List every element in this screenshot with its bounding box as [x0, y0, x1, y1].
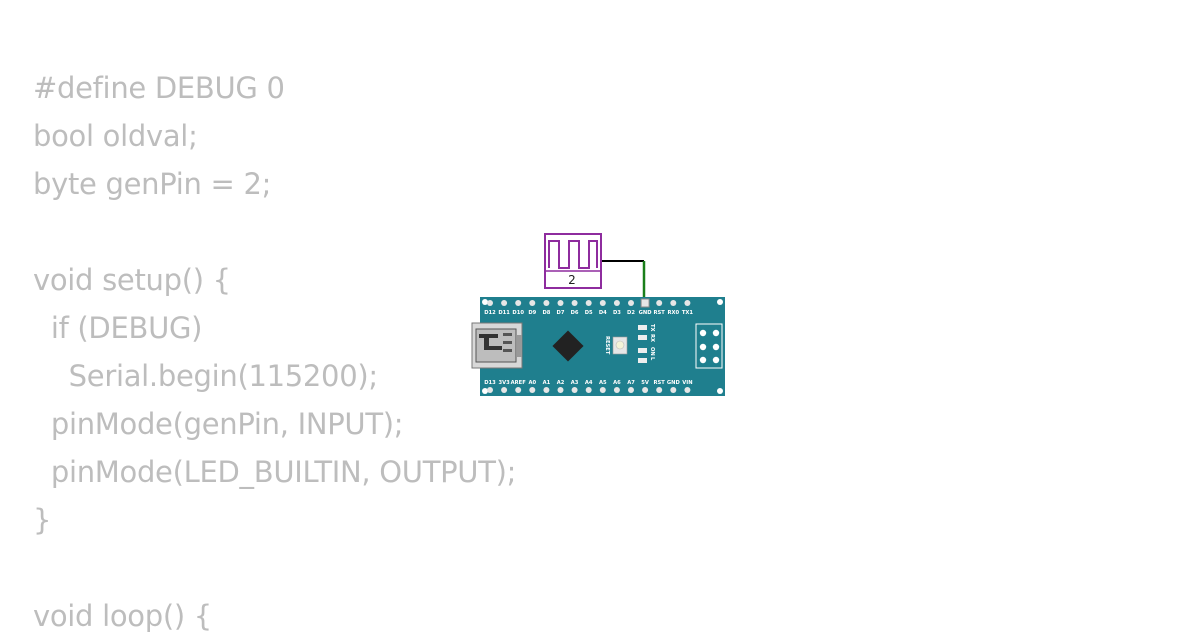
pin-hole-tx1[interactable]: [684, 300, 691, 306]
pin-label-tx1: TX1: [682, 310, 694, 316]
pin-hole-vin[interactable]: [684, 387, 691, 393]
pin-hole-d10[interactable]: [515, 300, 522, 306]
pin-label-5v: 5V: [641, 380, 649, 386]
pin-hole-rx0[interactable]: [670, 300, 677, 306]
pin-label-aref: AREF: [511, 380, 527, 386]
pin-hole-d4[interactable]: [599, 300, 606, 306]
code-line: if (DEBUG): [33, 311, 203, 345]
code-line: void setup() {: [33, 263, 231, 297]
code-line: #define DEBUG 0: [33, 71, 285, 105]
pin-hole-aref[interactable]: [515, 387, 522, 393]
pin-label-d3: D3: [613, 310, 621, 316]
code-line: Serial.begin(115200);: [33, 359, 378, 393]
pin-hole-rst[interactable]: [656, 300, 663, 306]
pin-label-d4: D4: [599, 310, 607, 316]
pin-label-3v3: 3V3: [498, 380, 510, 386]
generator-label: 2: [568, 273, 576, 287]
square-wave-icon: [548, 240, 598, 269]
pin-hole-a6[interactable]: [613, 387, 620, 393]
code-editor: #define DEBUG 0 bool oldval; byte genPin =…: [33, 64, 516, 640]
pin-hole-3v3[interactable]: [501, 387, 508, 393]
pin-hole-d12[interactable]: [487, 300, 493, 306]
pin-hole-d8[interactable]: [543, 300, 550, 306]
pin-hole-5v[interactable]: [642, 387, 649, 393]
pin-hole-d11[interactable]: [501, 300, 508, 306]
led-label-rx: RX: [649, 334, 655, 342]
microcontroller-chip: [552, 330, 584, 362]
reset-label: RESET: [604, 336, 610, 355]
pin-label-a3: A3: [571, 380, 579, 386]
pin-label-d9: D9: [528, 310, 536, 316]
pin-label-d11: D11: [498, 310, 510, 316]
circuit-diagram: 2 RESET TX RX ONL: [471, 233, 725, 396]
pin-hole-gnd[interactable]: [670, 387, 677, 393]
code-line: pinMode(LED_BUILTIN, OUTPUT);: [33, 455, 517, 489]
pin-label-rst: RST: [654, 310, 666, 316]
pin-hole-rst[interactable]: [656, 387, 663, 393]
pin-hole-d13[interactable]: [487, 387, 493, 393]
pin-hole-gnd[interactable]: [640, 298, 650, 308]
icsp-header: [695, 323, 723, 369]
code-line: bool oldval;: [33, 119, 198, 153]
code-line: void loop() {: [33, 599, 212, 633]
pin-hole-d3[interactable]: [613, 300, 620, 306]
pin-hole-d7[interactable]: [557, 300, 564, 306]
code-line: [33, 544, 516, 592]
pin-label-d10: D10: [512, 310, 524, 316]
led-label-l: L: [649, 357, 655, 361]
code-line: byte genPin = 2;: [33, 167, 272, 201]
led-label-tx: TX: [649, 324, 655, 332]
pin-label-gnd: GND: [667, 380, 681, 386]
code-line: pinMode(genPin, INPUT);: [33, 407, 404, 441]
pin-label-d6: D6: [571, 310, 579, 316]
pin-hole-d5[interactable]: [585, 300, 592, 306]
pin-label-rx0: RX0: [667, 310, 679, 316]
pin-hole-a2[interactable]: [557, 387, 564, 393]
pin-label-a2: A2: [557, 380, 565, 386]
pin-label-a0: A0: [528, 380, 536, 386]
pin-label-d2: D2: [627, 310, 635, 316]
pin-label-rst: RST: [654, 380, 666, 386]
pin-hole-d9[interactable]: [529, 300, 536, 306]
pin-label-d8: D8: [542, 310, 550, 316]
code-line: [33, 208, 516, 256]
pin-hole-a3[interactable]: [571, 387, 578, 393]
pin-label-a5: A5: [599, 380, 607, 386]
pin-label-d13: D13: [484, 380, 496, 386]
pin-label-a1: A1: [543, 380, 551, 386]
pin-hole-a7[interactable]: [628, 387, 634, 393]
pin-hole-d6[interactable]: [571, 300, 578, 306]
status-leds: [638, 325, 647, 363]
signal-generator[interactable]: 2: [544, 233, 602, 289]
pin-label-a6: A6: [613, 380, 621, 386]
pin-label-d5: D5: [585, 310, 593, 316]
pin-hole-d2[interactable]: [628, 300, 634, 306]
pin-label-a7: A7: [627, 380, 635, 386]
pin-label-gnd: GND: [639, 310, 653, 316]
led-label-on: ON: [649, 347, 655, 356]
pin-label-a4: A4: [585, 380, 593, 386]
pin-label-vin: VIN: [682, 380, 692, 386]
pin-label-d12: D12: [484, 310, 496, 316]
pin-hole-a5[interactable]: [599, 387, 606, 393]
code-line: }: [33, 503, 52, 537]
pin-hole-a0[interactable]: [529, 387, 536, 393]
pin-hole-a1[interactable]: [543, 387, 550, 393]
pin-label-d7: D7: [557, 310, 565, 316]
pin-hole-a4[interactable]: [585, 387, 592, 393]
usb-connector-icon: [471, 322, 523, 369]
